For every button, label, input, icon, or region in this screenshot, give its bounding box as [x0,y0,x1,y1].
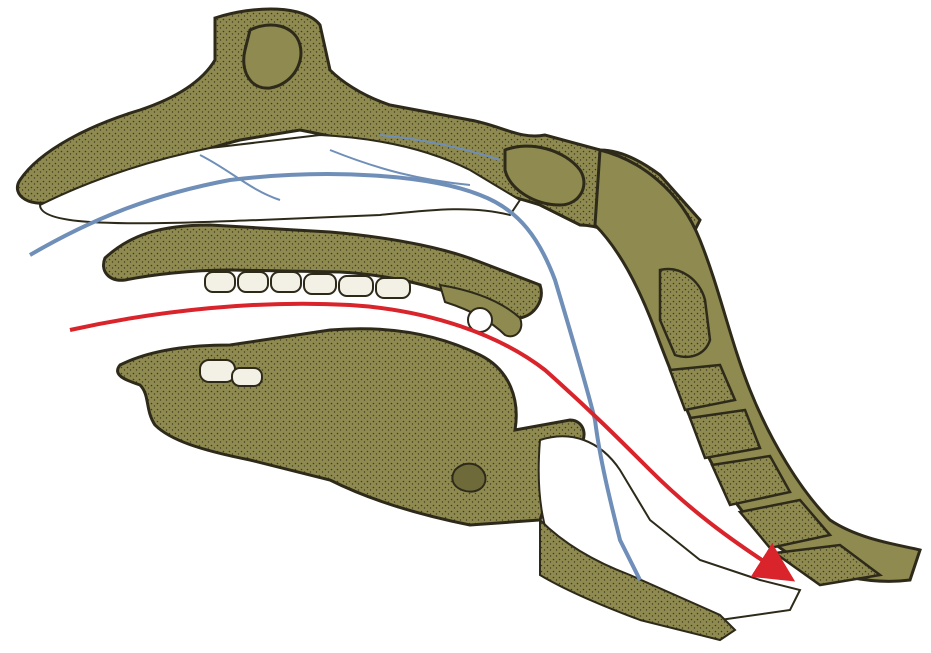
tongue-mandible [118,329,584,525]
hyoid [452,464,485,492]
